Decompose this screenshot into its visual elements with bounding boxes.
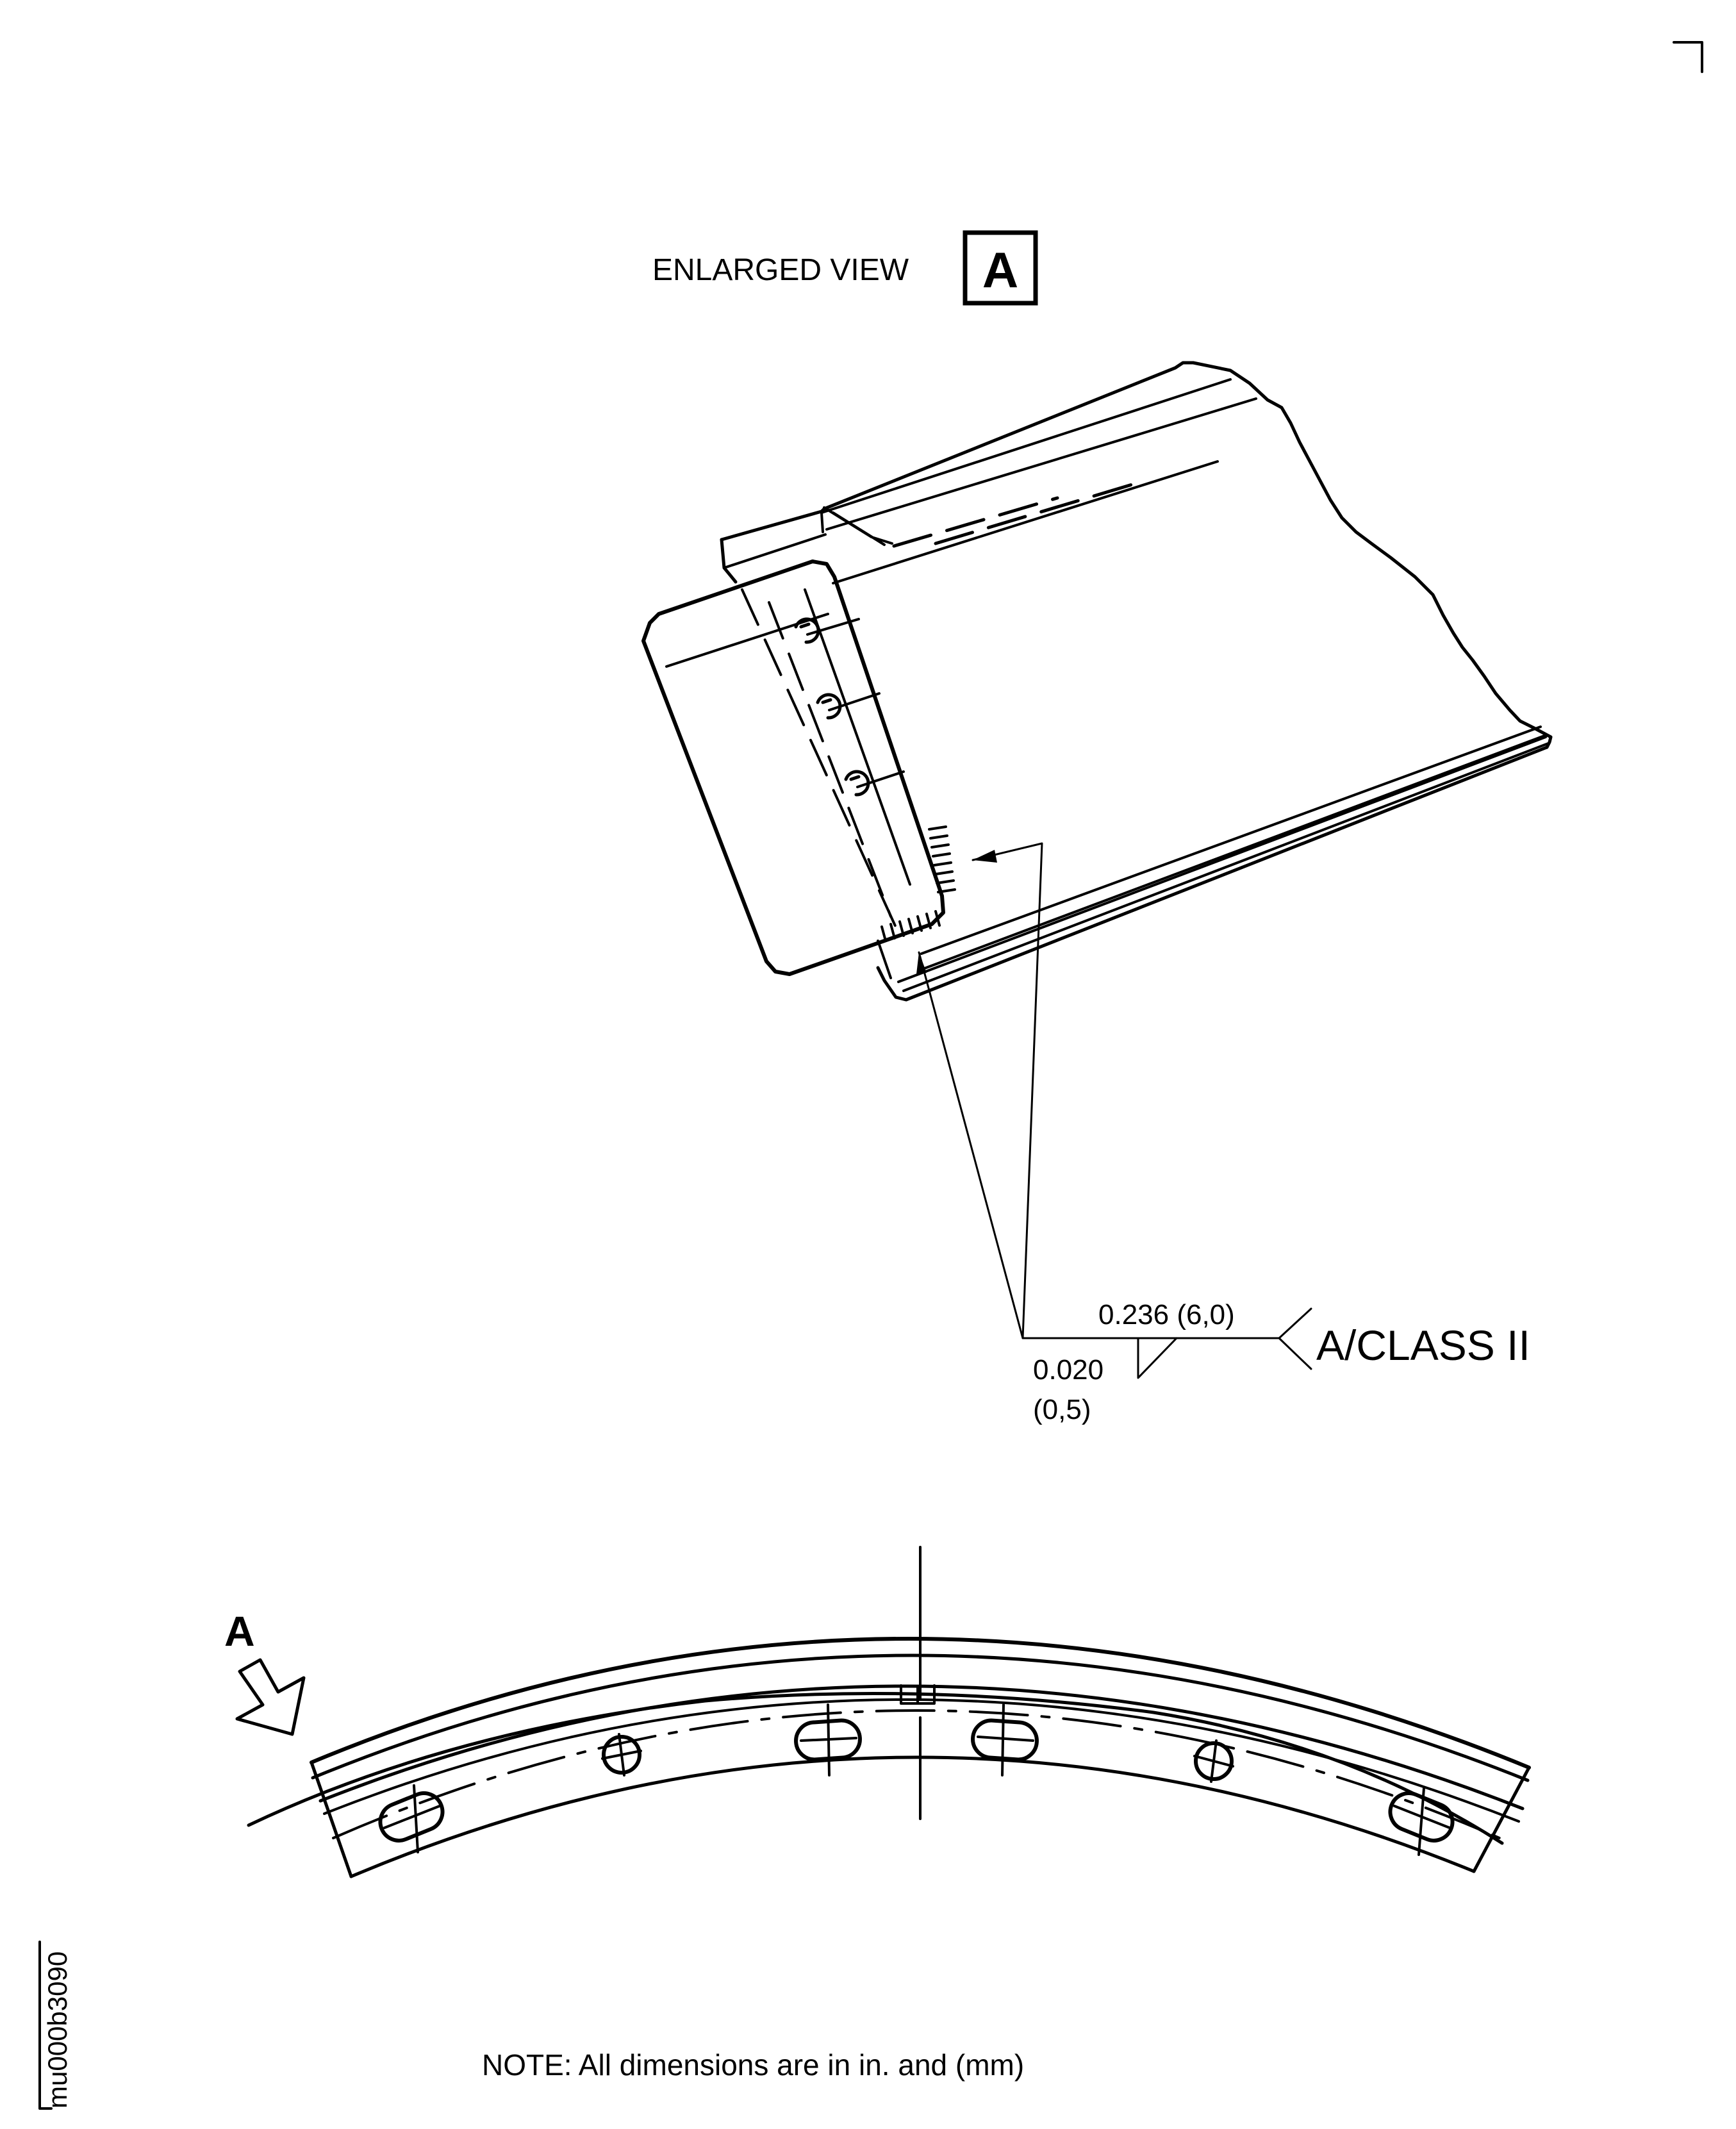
stringer-flange <box>823 506 893 546</box>
figure-id-text: mu000b3090 <box>42 1951 72 2108</box>
ring-left-end <box>310 1760 353 1878</box>
dimensions-note: NOTE: All dimensions are in in. and (mm) <box>482 2048 1024 2082</box>
leader-line <box>918 842 1043 1339</box>
fastener-line-outer <box>741 588 901 937</box>
ring-segment-view: A <box>224 1546 1531 1878</box>
slotted-hole <box>794 1703 862 1777</box>
weld-hatch-horizontal <box>880 910 941 942</box>
fillet-weld-mark <box>1137 1337 1178 1379</box>
leader-arrowhead <box>973 850 997 863</box>
view-arrow-letter: A <box>224 1607 255 1655</box>
weld-hatch-vertical <box>928 825 956 893</box>
view-letter-box <box>963 230 1038 306</box>
fastener <box>816 692 880 720</box>
ring-outer-edge <box>310 1637 1531 1769</box>
round-hole <box>601 1733 642 1777</box>
fastener-line-inner <box>768 601 892 918</box>
slotted-hole <box>1388 1787 1455 1856</box>
upper-rail <box>723 378 1257 569</box>
enlarged-view-title: ENLARGED VIEW A <box>652 230 1038 306</box>
ring-flange-line <box>318 1684 1525 1810</box>
fastener <box>794 617 860 644</box>
upper-rail-line <box>832 460 1219 584</box>
enlarged-view-label: ENLARGED VIEW <box>652 253 909 287</box>
ring-right-end <box>1472 1766 1531 1873</box>
hole-centerline <box>332 1709 1501 1839</box>
weld-length: 0.236 (6,0) <box>1098 1299 1235 1330</box>
doubler-plate <box>641 559 945 976</box>
center-notch <box>900 1684 936 1705</box>
corner-mark <box>1673 41 1703 73</box>
panel-outline <box>720 361 1553 1002</box>
weld-size-in: 0.020 <box>1033 1354 1104 1386</box>
slotted-hole <box>378 1784 445 1853</box>
ring-outer-lip <box>311 1653 1530 1782</box>
fastener-line-edge <box>804 588 911 886</box>
leader-arrowhead <box>916 952 927 974</box>
lower-rail <box>897 725 1550 992</box>
fastener <box>844 770 905 797</box>
panel-inner-edge <box>820 511 892 979</box>
enlarged-view-drawing <box>641 361 1553 1002</box>
view-arrow <box>235 1658 306 1736</box>
figure-id: mu000b3090 <box>38 1941 72 2110</box>
view-letter: A <box>982 242 1018 298</box>
upper-rail-dashed <box>892 480 1143 548</box>
weld-size-mm: (0,5) <box>1033 1394 1091 1425</box>
weld-spec: A/CLASS II <box>1316 1321 1530 1369</box>
slotted-hole <box>971 1703 1039 1777</box>
ring-bottom-edge <box>349 1755 1476 1878</box>
panel-left-edge <box>720 538 738 584</box>
weld-symbol: 0.236 (6,0) 0.020 (0,5) A/CLASS II <box>916 842 1530 1425</box>
round-hole <box>1193 1739 1234 1783</box>
doubler-top-line <box>665 613 829 668</box>
weld-tail <box>1278 1307 1312 1370</box>
